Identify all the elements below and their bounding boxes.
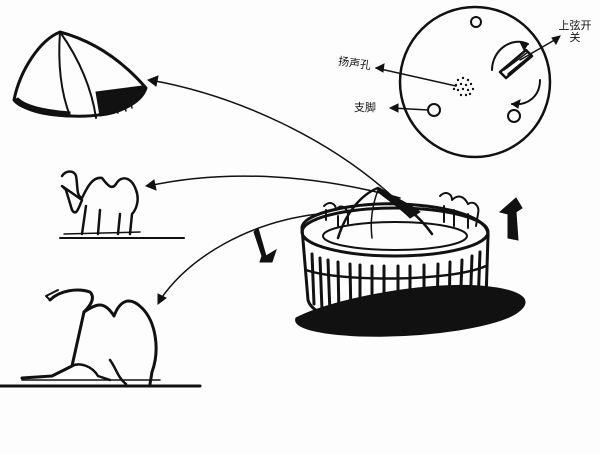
speaker-hole-dots bbox=[452, 76, 475, 97]
drum-product-sketch bbox=[253, 186, 526, 337]
label-wind-switch: 上弦开关 bbox=[558, 19, 592, 45]
tent-roof-sketch bbox=[12, 30, 148, 119]
connector-arrows bbox=[144, 75, 401, 305]
small-camel-sketch bbox=[59, 170, 185, 239]
switch-slot bbox=[491, 40, 541, 109]
large-camel-sketch bbox=[0, 288, 202, 388]
label-support-feet: 支脚 bbox=[354, 101, 376, 114]
drum-hatching bbox=[310, 250, 482, 326]
top-view-diagram bbox=[374, 5, 561, 159]
